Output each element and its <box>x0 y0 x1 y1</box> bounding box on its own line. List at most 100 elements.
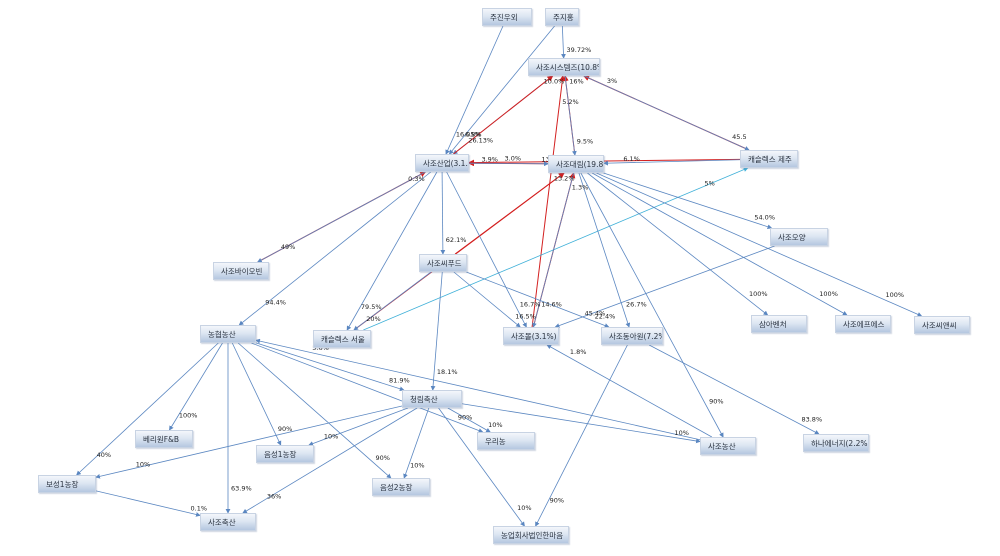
node-urinong: 우리농 <box>477 432 535 450</box>
edge-sajo-seafood-to-cheongrim <box>430 271 443 391</box>
edge-label: 3.9% <box>481 155 498 163</box>
edge-cheongrim-to-sajo-livestock <box>242 407 418 514</box>
node-sajo-ocean: 사조오양 <box>770 228 828 246</box>
edge-label: 45.4% <box>585 309 606 317</box>
edge-label: 83.8% <box>801 415 822 423</box>
edge-sajo-daerim-to-sajo-express <box>591 172 848 316</box>
edge-sajo-system-to-cannex-jeju <box>583 75 750 151</box>
edge-sajo-hyupnongsan-to-berry-fb <box>169 342 223 431</box>
edge-sajo-nongsan-to-sajo-hyupnongsan <box>255 338 701 441</box>
node-eumsung2: 음성2농장 <box>372 478 430 496</box>
node-sajo-industry: 사조산업(3.1.%) <box>415 154 469 172</box>
edge-label: 10.0% <box>544 77 565 85</box>
node-sajo-bio: 사조바이오빈 <box>213 262 269 280</box>
edge-label: 10% <box>488 421 502 429</box>
edge-label: 100% <box>886 291 905 299</box>
edge-sajo-daerim-to-sajo-ocean <box>603 172 773 230</box>
edge-label: 10% <box>517 504 531 512</box>
edge-label: 5% <box>705 179 715 187</box>
edge-label: 49% <box>281 243 295 251</box>
edge-label: 90% <box>550 496 564 504</box>
edge-label: 0.3% <box>408 175 425 183</box>
edge-label: 10% <box>324 433 338 441</box>
edge-sajo-industry-to-sajo-hyupnongsan <box>238 171 431 326</box>
node-sajo-hyupnongsan: 농협농산 <box>200 325 256 343</box>
node-boseong1: 보성1농장 <box>38 475 96 493</box>
edge-label: 16.7% <box>520 300 541 308</box>
edge-label: 94.4% <box>265 299 286 307</box>
node-sajo-m: 사조몰(3.1%) <box>503 327 559 345</box>
edge-sajo-hyupnongsan-to-urinong <box>251 342 484 433</box>
node-sajo-cn: 사조씨앤씨 <box>914 316 970 334</box>
node-sajo-seafood: 사조씨푸드 <box>419 254 467 272</box>
edge-label: 90% <box>278 425 292 433</box>
edge-sajo-m-to-sajo-system <box>531 75 566 328</box>
edge-label: 16.05% <box>456 131 481 139</box>
edge-label: 6.8% <box>465 131 482 139</box>
node-jujihong: 주지홍 <box>545 8 579 26</box>
node-sajo-livestock: 사조축산 <box>200 513 256 531</box>
node-sajo-power: 사조동아원(7.2%) <box>601 327 663 345</box>
node-hana-energy: 하나에너지(2.2%) <box>803 434 869 452</box>
edge-sajo-daerim-to-sajo-m <box>532 172 575 328</box>
edge-label: 10% <box>136 461 150 469</box>
edge-sajo-seafood-to-sajo-m <box>453 271 521 328</box>
edge-sajo-hyupnongsan-to-eumsung2 <box>237 342 392 479</box>
edge-label: 45.5 <box>732 133 746 141</box>
edge-sajo-ocean-to-sajo-m <box>554 245 775 328</box>
edge-label: 3% <box>607 77 617 85</box>
edge-label: 36% <box>267 492 281 500</box>
edge-label: 13.2% <box>554 175 575 183</box>
edge-jusunwoo-to-sajo-industry <box>445 25 504 155</box>
edge-sajo-power-to-nonghyup-corp <box>535 344 628 527</box>
edge-label: 90% <box>376 454 390 462</box>
edge-label: 0.1% <box>191 504 208 512</box>
edge-jujihong-to-sajo-industry <box>448 25 555 155</box>
edge-label: 100% <box>819 290 838 298</box>
edge-sajo-hyupnongsan-to-eumsung1 <box>231 342 282 446</box>
edge-cannex-jeju-to-sajo-daerim <box>603 159 741 166</box>
edge-label: 100% <box>749 290 768 298</box>
edge-cheongrim-to-eumsung2 <box>403 407 430 479</box>
edge-sajo-seafood-to-sajo-power <box>466 271 610 328</box>
edge-sajo-seafood-to-cannex-seoul <box>353 271 432 331</box>
node-samil-food: 삼아벤처 <box>751 315 807 333</box>
edge-sajo-daerim-to-sajo-nongsan <box>580 172 724 438</box>
edge-sajo-system-to-sajo-daerim <box>564 75 577 156</box>
edge-label: 39.72% <box>566 46 591 54</box>
node-sajo-nongsan: 사조농산 <box>700 437 756 455</box>
node-sajo-express: 사조에프에스 <box>835 315 891 333</box>
edge-label: 62.1% <box>446 236 467 244</box>
edge-sajo-daerim-to-samil-food <box>587 172 769 316</box>
edge-label: 26.7% <box>626 301 647 309</box>
edge-label: 1.8% <box>570 348 587 356</box>
edge-sajo-industry-to-sajo-seafood <box>440 171 446 255</box>
node-cannex-seoul: 캐슬렉스 서울 <box>313 330 371 348</box>
edge-label: 6.1% <box>623 155 640 163</box>
edge-cheongrim-to-sajo-nongsan <box>461 403 701 444</box>
edge-label: 90% <box>709 397 723 405</box>
edge-label: 90% <box>458 413 472 421</box>
edge-label: 16.5% <box>515 312 536 320</box>
edge-sajo-hyupnongsan-to-cheongrim <box>255 342 405 392</box>
edge-label: 5.2% <box>562 98 579 106</box>
edge-label: 5.6% <box>312 344 329 352</box>
edge-label: 3.0% <box>505 154 522 162</box>
edge-label: 100% <box>179 412 198 420</box>
edge-label: 79.5% <box>361 303 382 311</box>
edge-sajo-daerim-to-sajo-cn <box>596 172 923 317</box>
node-jusunwoo: 주진우외 <box>482 8 532 26</box>
edge-sajo-nongsan-to-sajo-m <box>546 344 713 438</box>
edge-sajo-daerim-to-sajo-power <box>578 172 631 328</box>
node-cheongrim: 청림축산 <box>402 390 462 408</box>
edge-jujihong-to-sajo-system <box>561 25 566 59</box>
edge-sajo-industry-to-cannex-seoul <box>346 171 438 331</box>
edge-label: 22.4% <box>595 312 616 320</box>
edge-label: 1.3% <box>572 183 589 191</box>
edge-label: 40% <box>97 451 111 459</box>
edge-label: 14.6% <box>541 301 562 309</box>
edge-label: 81.9% <box>389 376 410 384</box>
edge-label: 63.9% <box>231 485 252 493</box>
